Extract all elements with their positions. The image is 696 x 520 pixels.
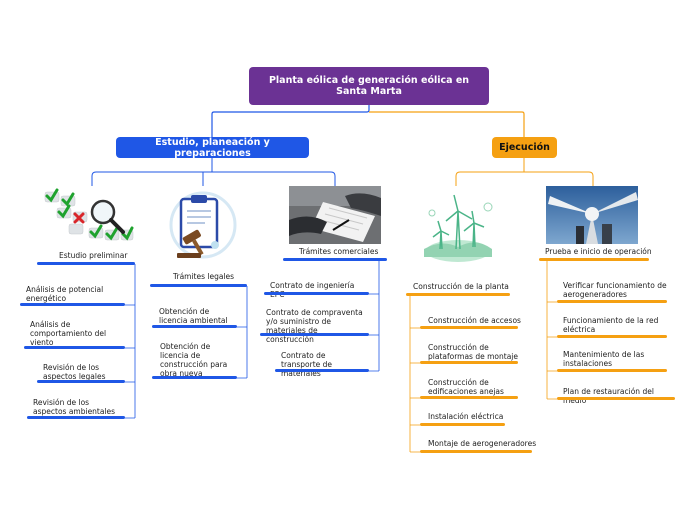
construccion-item-5-underline <box>420 450 532 453</box>
signing-contract-photo <box>289 186 381 244</box>
node-tramites-legales[interactable]: Trámites legales <box>173 272 235 281</box>
construccion-item-1[interactable]: Construcción de accesos <box>428 316 521 325</box>
construccion-item-3[interactable]: Construcción de edificaciones anejas <box>428 378 504 396</box>
prueba-item-4-underline <box>557 397 675 400</box>
estudio-item-2[interactable]: Análisis de comportamiento del viento <box>30 320 107 347</box>
root-title: Planta eólica de generación eólica en Sa… <box>268 75 470 97</box>
node-tramites-legales-underline <box>150 284 247 287</box>
prueba-item-1-underline <box>557 300 667 303</box>
prueba-item-3[interactable]: Mantenimiento de las instalaciones <box>563 350 645 368</box>
branch-ejecucion-title: Ejecución <box>499 142 550 153</box>
wind-turbine-photo <box>546 186 638 244</box>
construccion-item-5[interactable]: Montaje de aerogeneradores <box>428 439 537 448</box>
construccion-item-2[interactable]: Construcción de plataformas de montaje <box>428 343 518 361</box>
prueba-item-4[interactable]: Plan de restauración del medio <box>563 387 654 405</box>
branch-estudio[interactable]: Estudio, planeación y preparaciones <box>116 136 309 159</box>
node-prueba-underline <box>539 258 649 261</box>
tramites-comerciales-item-1-underline <box>264 292 369 295</box>
estudio-item-1[interactable]: Análisis de potencial energético <box>26 285 104 303</box>
node-prueba[interactable]: Prueba e inicio de operación <box>545 247 652 256</box>
node-tramites-comerciales-underline <box>283 258 387 261</box>
construccion-item-3-underline <box>420 396 518 399</box>
construccion-item-4[interactable]: Instalación eléctrica <box>428 412 504 421</box>
estudio-item-3[interactable]: Revisión de los aspectos legales <box>43 363 106 381</box>
tramites-comerciales-item-2-underline <box>260 333 369 336</box>
wind-turbines-icon <box>418 193 498 265</box>
tramites-comerciales-item-2[interactable]: Contrato de compraventa y/o suministro d… <box>266 308 363 344</box>
tramites-comerciales-item-3[interactable]: Contrato de transporte de materiales <box>281 351 333 378</box>
node-estudio-underline <box>37 262 135 265</box>
node-tramites-comerciales[interactable]: Trámites comerciales <box>299 247 379 256</box>
root-topic[interactable]: Planta eólica de generación eólica en Sa… <box>249 67 489 105</box>
tramites-legales-item-2-underline <box>152 376 237 379</box>
prueba-item-2-underline <box>557 335 667 338</box>
construccion-item-1-underline <box>420 326 518 329</box>
prueba-item-2[interactable]: Funcionamiento de la red eléctrica <box>563 316 659 334</box>
construccion-item-4-underline <box>420 423 505 426</box>
branch-ejecucion[interactable]: Ejecución <box>492 137 557 158</box>
prueba-item-3-underline <box>557 369 667 372</box>
tramites-comerciales-item-1[interactable]: Contrato de ingeniería EPC <box>270 281 355 299</box>
node-estudio-preliminar[interactable]: Estudio preliminar <box>59 251 128 260</box>
tramites-legales-item-2[interactable]: Obtención de licencia de construcción pa… <box>160 342 228 378</box>
estudio-item-4[interactable]: Revisión de los aspectos ambientales <box>33 398 116 416</box>
estudio-item-3-underline <box>37 380 125 383</box>
tramites-legales-item-1[interactable]: Obtención de licencia ambiental <box>159 307 228 325</box>
estudio-item-1-underline <box>20 303 125 306</box>
tramites-comerciales-item-3-underline <box>275 369 369 372</box>
estudio-item-4-underline <box>27 416 125 419</box>
clipboard-gavel-icon <box>163 191 241 265</box>
tramites-legales-item-1-underline <box>152 325 237 328</box>
node-construccion-underline <box>406 293 510 296</box>
prueba-item-1[interactable]: Verificar funcionamiento de aerogenerado… <box>563 281 667 299</box>
estudio-item-2-underline <box>24 346 125 349</box>
construccion-item-2-underline <box>420 361 518 364</box>
branch-estudio-title: Estudio, planeación y preparaciones <box>155 136 270 159</box>
checklist-magnifier-icon <box>43 186 135 246</box>
node-construccion[interactable]: Construcción de la planta <box>413 282 509 291</box>
